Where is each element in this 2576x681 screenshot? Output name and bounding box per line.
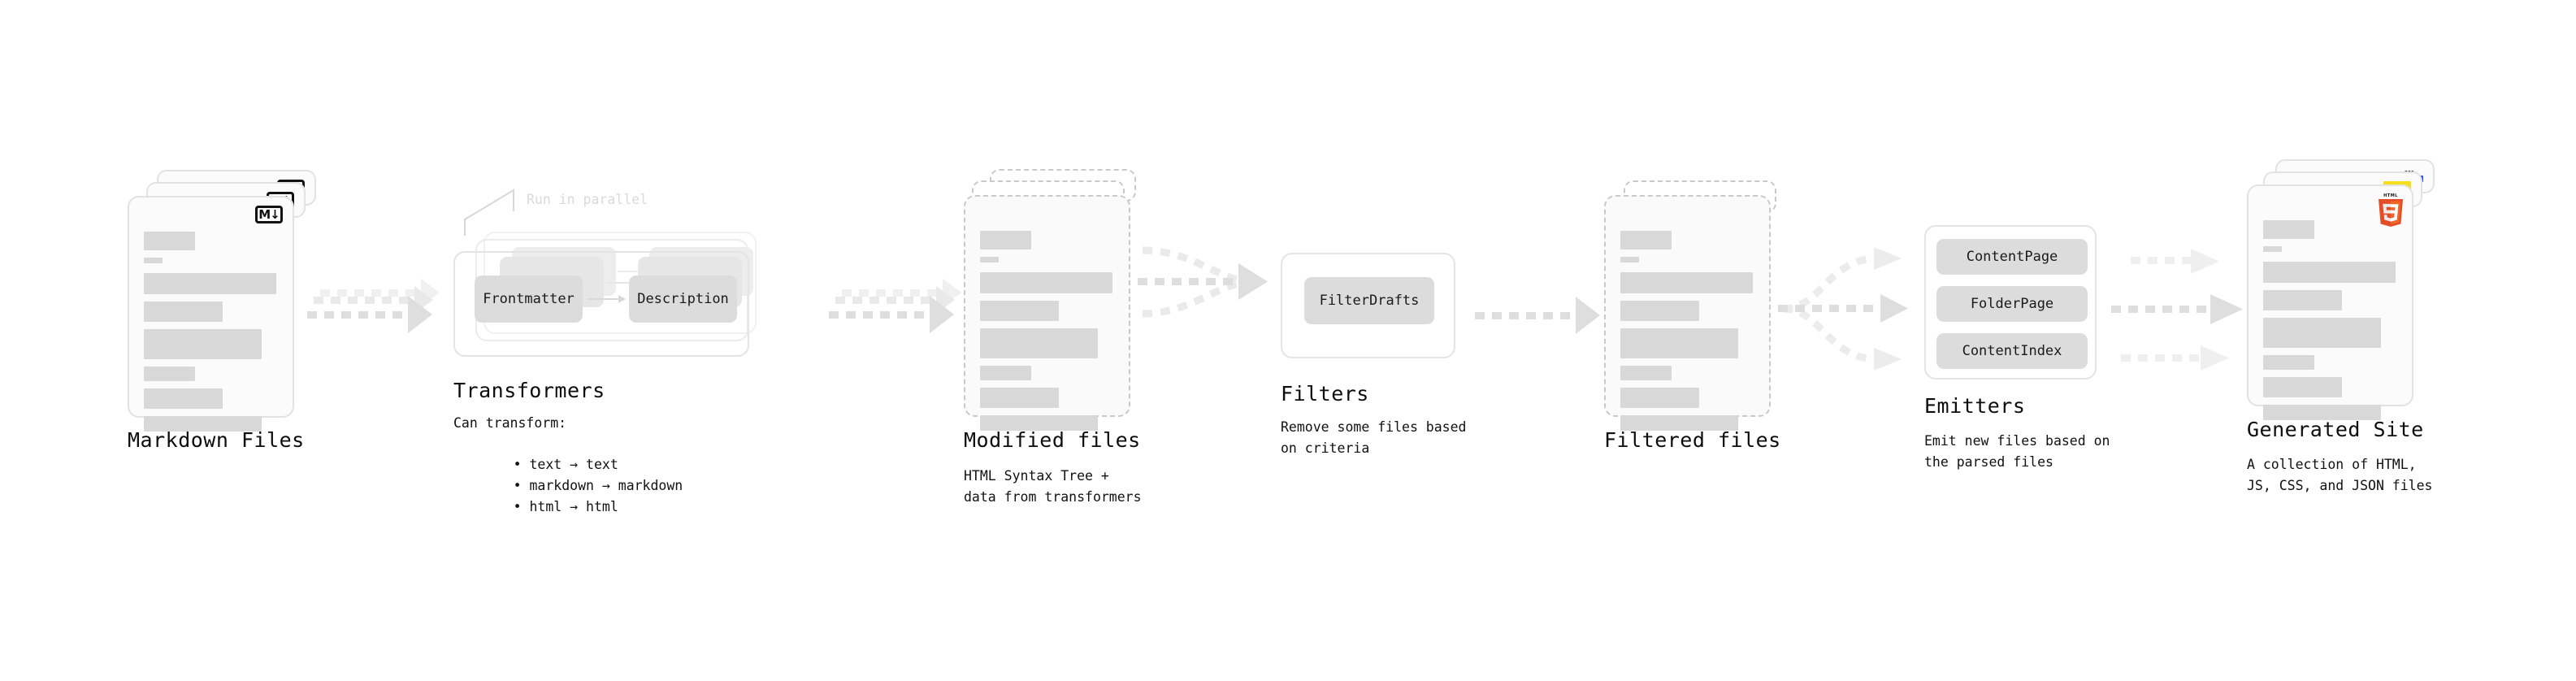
triple-arrow-svg: [2111, 249, 2243, 371]
emitters-box: ContentPage FolderPage ContentIndex: [1924, 225, 2097, 380]
doc-bar: [2263, 377, 2342, 397]
doc-skeleton: [144, 232, 278, 439]
doc-bar: [1620, 301, 1699, 321]
html5-icon-label: HTML: [2383, 193, 2398, 198]
doc-bar: [1620, 415, 1738, 431]
transformers-heading: Transformers: [453, 379, 605, 402]
doc-bar: [980, 231, 1031, 249]
doc-bar: [980, 366, 1031, 380]
filters-subtext: Remove some files based on criteria: [1281, 419, 1467, 456]
generated-site-subtext: A collection of HTML, JS, CSS, and JSON …: [2247, 457, 2433, 493]
modified-files-heading: Modified files: [964, 428, 1141, 452]
doc-bar: [980, 415, 1098, 431]
doc-bar: [1620, 257, 1639, 262]
doc-bar: [1620, 388, 1699, 408]
doc-bar: [980, 257, 999, 262]
emitter-pill-contentpage[interactable]: ContentPage: [1936, 239, 2088, 275]
transformers-bullet-1: • markdown → markdown: [513, 477, 683, 493]
site-file-card-html: HTML: [2247, 184, 2413, 420]
markdown-icon-label: M↓: [255, 206, 283, 223]
transformer-inner-arrow: [588, 295, 626, 303]
emitter-pill-folderpage[interactable]: FolderPage: [1936, 286, 2088, 322]
modified-files-subtext: HTML Syntax Tree + data from transformer…: [964, 468, 1142, 505]
doc-bar: [144, 367, 195, 381]
filters-heading: Filters: [1281, 382, 1369, 406]
doc-bar: [1620, 231, 1672, 249]
modified-file-card-front: [964, 195, 1130, 431]
html5-icon: HTML: [2379, 193, 2403, 230]
doc-bar: [144, 273, 276, 294]
filters-box: FilterDrafts: [1281, 253, 1455, 358]
doc-bar: [980, 388, 1059, 408]
merge-arrow-svg: [1138, 246, 1268, 318]
doc-skeleton: [980, 231, 1114, 438]
doc-bar: [2263, 355, 2314, 370]
doc-bar: [2263, 290, 2342, 310]
doc-bar: [144, 388, 223, 409]
emitter-pill-contentindex[interactable]: ContentIndex: [1936, 333, 2088, 369]
filter-pill-filterdrafts[interactable]: FilterDrafts: [1304, 277, 1434, 324]
bullet-label: html → html: [529, 498, 618, 514]
generated-site-heading: Generated Site: [2247, 418, 2424, 441]
html5-icon-shield: [2379, 199, 2403, 227]
doc-bar: [144, 258, 163, 263]
doc-bar: [1620, 366, 1672, 380]
run-in-parallel-bracket: [464, 189, 514, 236]
doc-bar: [980, 328, 1098, 358]
doc-bar: [1620, 272, 1753, 293]
transformer-pill-description[interactable]: Description: [629, 275, 737, 323]
transformer-pill-frontmatter[interactable]: Frontmatter: [475, 275, 583, 323]
arrow-emitters-to-site: [2111, 234, 2270, 388]
doc-bar: [980, 272, 1112, 293]
doc-bar: [2263, 220, 2314, 239]
emitters-subtext: Emit new files based on the parsed files: [1924, 433, 2110, 470]
transformers-bullet-0: • text → text: [513, 456, 618, 472]
transformers-subtext: Can transform:: [453, 415, 567, 431]
doc-bar: [144, 232, 195, 250]
transformer-box-front: Frontmatter Description: [453, 251, 749, 357]
doc-bar: [980, 301, 1059, 321]
doc-skeleton: [1620, 231, 1754, 438]
transformers-bullet-2: • html → html: [513, 498, 618, 514]
doc-bar: [144, 329, 262, 359]
bullet-label: text → text: [529, 456, 618, 472]
filtered-files-heading: Filtered files: [1604, 428, 1781, 452]
arrow-filtered-to-emitters: [1778, 236, 1920, 385]
markdown-files-heading: Markdown Files: [128, 428, 305, 452]
emitters-heading: Emitters: [1924, 394, 2026, 418]
fanout-arrow-svg: [1778, 247, 1908, 371]
doc-bar: [2263, 405, 2381, 420]
doc-bar: [1620, 328, 1738, 358]
doc-bar: [2263, 318, 2381, 348]
bullet-label: markdown → markdown: [529, 477, 683, 493]
doc-skeleton: [2263, 220, 2397, 427]
run-in-parallel-label: Run in parallel: [527, 192, 648, 207]
doc-bar: [2263, 246, 2282, 252]
markdown-icon: M↓: [255, 206, 283, 223]
arrow-modified-to-filters: [1138, 236, 1280, 336]
markdown-file-card-front: M↓: [128, 196, 294, 432]
doc-bar: [144, 416, 262, 432]
doc-bar: [2263, 262, 2396, 283]
filtered-file-card-front: [1604, 195, 1771, 431]
doc-bar: [144, 301, 223, 322]
